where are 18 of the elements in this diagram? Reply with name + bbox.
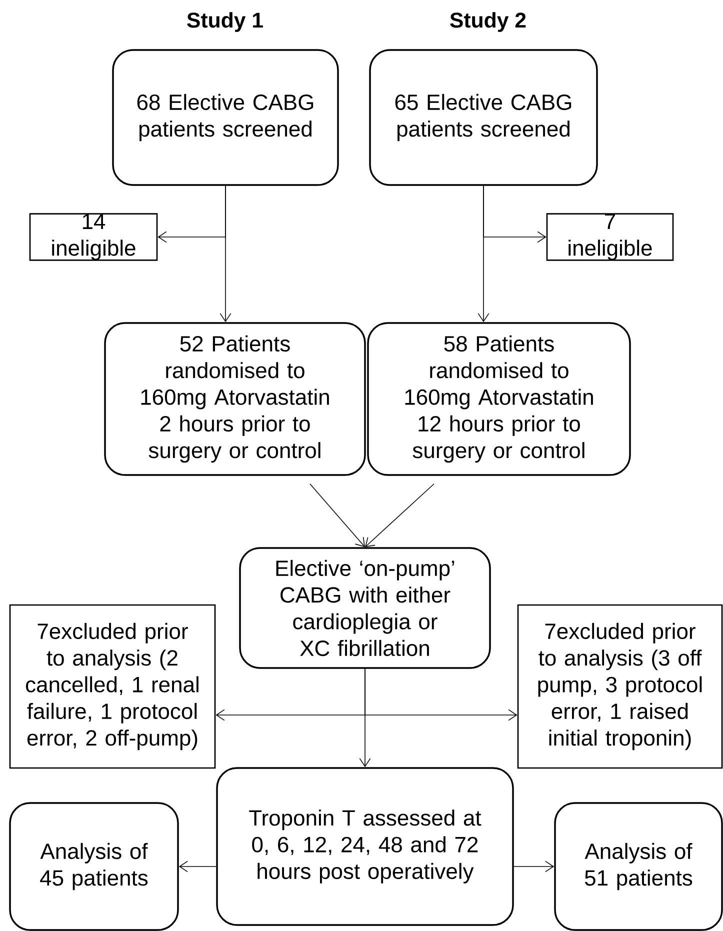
- process-box: 68 Elective CABG patients screened: [112, 49, 339, 186]
- exclusion-box: 14 ineligible: [29, 213, 158, 261]
- process-box: Analysis of 51 patients: [554, 802, 723, 931]
- arrow: [513, 860, 554, 872]
- arrow: [365, 483, 434, 548]
- arrow: [220, 185, 232, 322]
- arrow: [310, 483, 365, 548]
- process-box: Analysis of 45 patients: [9, 802, 179, 931]
- process-box: Elective ‘on-pump’ CABG with either cardioplegia or XC fibrillation: [239, 547, 491, 669]
- arrow: [178, 860, 217, 872]
- exclusion-box: 7excluded prior to analysis (3 off pump, 3 protocol error, 1 raised initial troponin): [517, 604, 723, 769]
- process-box: 65 Elective CABG patients screened: [369, 49, 598, 186]
- arrow: [359, 668, 371, 768]
- process-box: 58 Patients randomised to 160mg Atorvastatin 12 hours prior to surgery or control: [367, 322, 631, 476]
- exclusion-box: 7excluded prior to analysis (2 cancelled, 1 renal failure, 1 protocol error, 2 off-pump): [9, 604, 216, 769]
- arrow: [478, 185, 490, 322]
- process-box: 52 Patients randomised to 160mg Atorvastatin 2 hours prior to surgery or control: [104, 322, 366, 476]
- process-box: Troponin T assessed at 0, 6, 12, 24, 48 and 72 hours post operatively: [216, 767, 514, 926]
